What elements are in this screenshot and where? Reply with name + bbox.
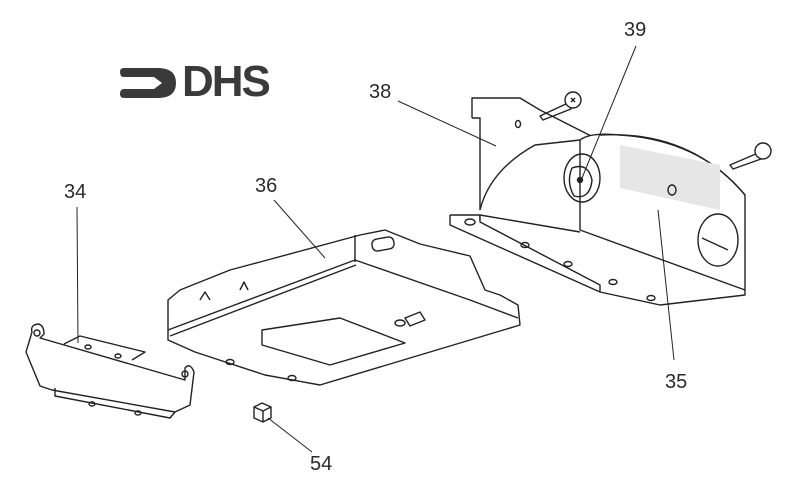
leader-54 — [267, 417, 313, 453]
callout-39: 39 — [624, 19, 647, 41]
bracket-part — [25, 323, 195, 419]
dhs-logo: DHS — [118, 57, 303, 108]
logo-text: DHS — [182, 57, 271, 106]
leader-39 — [581, 45, 637, 179]
leader-34 — [76, 206, 79, 344]
arrow-right-icon — [120, 68, 176, 98]
callout-35: 35 — [665, 371, 688, 393]
leader-35 — [657, 209, 675, 361]
leader-38 — [397, 100, 497, 147]
callout-36: 36 — [255, 175, 278, 197]
leader-36 — [273, 199, 326, 259]
screw-left — [539, 91, 582, 121]
housing-part — [449, 97, 746, 306]
screw-right — [729, 142, 772, 170]
callout-54: 54 — [310, 453, 333, 475]
callout-34: 34 — [64, 181, 87, 203]
leader-lines — [76, 45, 675, 453]
callout-38: 38 — [369, 81, 392, 103]
cube-part — [253, 402, 272, 423]
chassis-part — [167, 229, 521, 386]
